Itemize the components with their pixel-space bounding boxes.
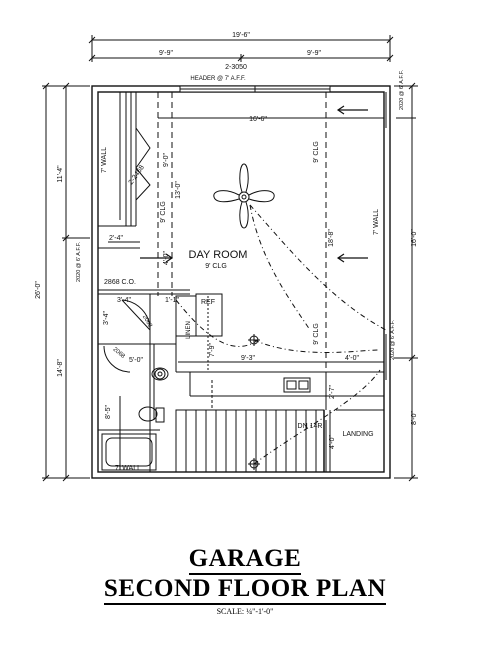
landing-label: LANDING — [342, 431, 373, 438]
kitchen-counter — [176, 371, 384, 410]
dim-small-11: 1'-1" — [165, 297, 179, 304]
drawing-title-line-2: SECOND FLOOR PLAN — [103, 575, 387, 605]
bath-door-label-2: 2068 — [112, 347, 127, 361]
dim-upper-depth: 11'-4" — [57, 165, 64, 183]
dim-clg: 9'-0" — [163, 153, 170, 167]
dim-bath-upper: 3'-4" — [103, 311, 110, 325]
section-arrows — [140, 105, 368, 263]
dim-room-depth-b: 18'-8" — [328, 229, 335, 247]
dim-right-lower: 8'-0" — [411, 411, 418, 425]
ceiling-fan — [213, 163, 275, 229]
dim-right-window: 2020 @ 6' A.F.F. — [399, 70, 405, 110]
left-closet-area — [98, 241, 190, 295]
dim-closet-width: 2'-4" — [109, 235, 123, 242]
clg-label-c: 9' CLG — [313, 323, 320, 345]
interior-dimension-lines — [108, 117, 384, 472]
dim-left-window: 2020 @ 6' A.F.F. — [76, 242, 82, 282]
dim-closet-sep: 3'-4" — [117, 297, 131, 304]
room-labels: DAY ROOM 9' CLG 9' CLG 9' CLG 9' CLG 7' … — [101, 141, 380, 472]
dim-stair-b: 4'-0" — [329, 435, 336, 449]
ref-label: REF — [201, 299, 215, 306]
drawing-title-line-1: GARAGE — [188, 545, 302, 575]
drawing-title: GARAGE — [0, 545, 490, 575]
room-ceiling: 9' CLG — [205, 263, 227, 270]
stairs — [175, 409, 331, 473]
wall-right-label: 7' WALL — [373, 209, 380, 235]
light-fixtures — [154, 334, 260, 470]
dim-room-depth-c: 4'-0" — [163, 251, 170, 265]
wall-left-label: 7' WALL — [101, 147, 108, 173]
dim-small-5: 5'-0" — [129, 357, 143, 364]
wall-tub-label: 7' WALL — [115, 465, 141, 472]
dim-room-depth-a: 13'-0" — [175, 181, 182, 199]
dim-left-half: 9'-9" — [159, 50, 173, 57]
dim-kitchen: 9'-3" — [241, 355, 255, 362]
dim-overall-width: 19'-6" — [232, 32, 250, 39]
top-dimension-lines — [88, 35, 394, 62]
dim-right-half: 9'-9" — [307, 50, 321, 57]
left-dimension-lines — [42, 82, 90, 482]
stair-down-label: DN 14R — [298, 423, 323, 430]
co-label: 2868 C.O. — [104, 279, 136, 286]
dim-inner-width: 16'-6" — [249, 116, 267, 123]
dim-lower-depth: 14'-8" — [57, 359, 64, 377]
upper-closet — [97, 91, 151, 227]
ref-and-linen — [149, 293, 223, 372]
dim-overall-depth: 26'-0" — [35, 281, 42, 299]
drawing-scale: SCALE: ¼"-1'-0" — [216, 607, 274, 616]
wiring-arcs — [175, 204, 387, 465]
dim-right-upper: 16'-0" — [411, 229, 418, 247]
exterior-walls — [91, 85, 391, 479]
clg-label-a: 9' CLG — [160, 201, 167, 223]
dim-header-note: HEADER @ 7' A.F.F. — [190, 76, 246, 82]
dimension-labels: 19'-6" 9'-9" 9'-9" 2-3050 HEADER @ 7' A.… — [35, 32, 418, 449]
bath-walls — [98, 299, 176, 472]
drawing-subtitle: SECOND FLOOR PLAN — [0, 575, 490, 605]
dim-vert-79: 7'-9" — [209, 343, 216, 357]
dim-right-window-mid: 2020 @ 6' A.F.F. — [390, 320, 396, 360]
top-window-frame — [179, 85, 331, 93]
linen-label: LINEN — [186, 321, 192, 339]
dim-window-top: 2-3050 — [225, 64, 247, 71]
dim-stair-a: 2'-7" — [329, 385, 336, 399]
clg-label-b: 9' CLG — [313, 141, 320, 163]
closet-door-label: 2-2468 — [128, 164, 146, 186]
right-dimension-lines — [394, 82, 418, 482]
room-name: DAY ROOM — [189, 249, 248, 261]
dim-right-4: 4'-0" — [345, 355, 359, 362]
dim-bath-width: 8'-5" — [105, 405, 112, 419]
